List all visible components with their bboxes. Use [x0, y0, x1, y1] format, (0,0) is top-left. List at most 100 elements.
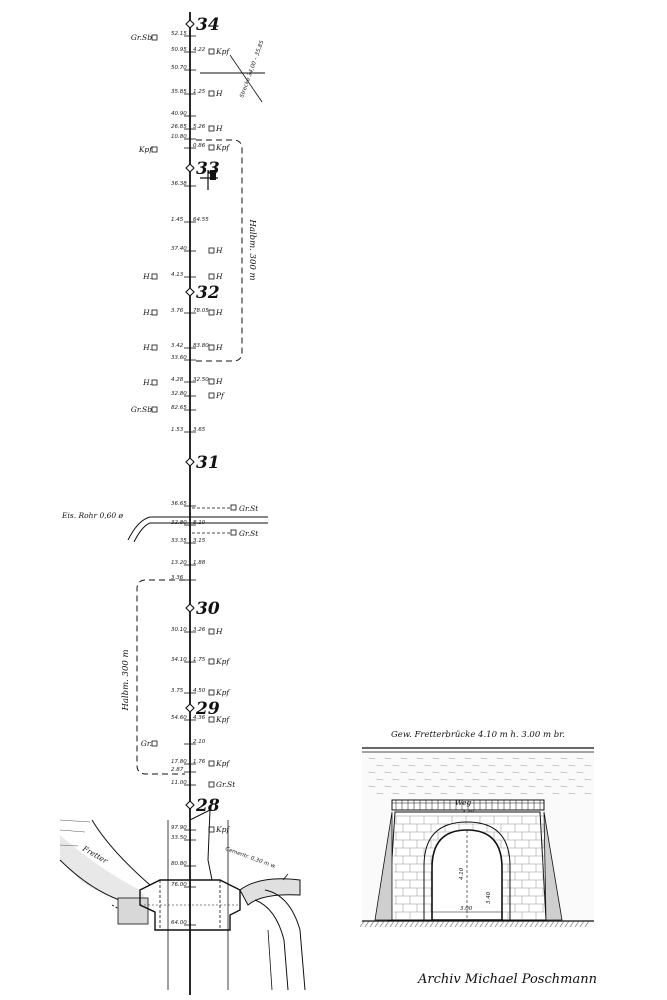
station-row: 1.53 3.65 [171, 427, 206, 433]
station-row: 3.36 [171, 575, 196, 581]
svg-text:H: H [215, 124, 223, 133]
svg-text:3.36: 3.36 [171, 575, 184, 581]
left-label: Gr. [141, 739, 158, 748]
station-row: 13.20 1.88 [171, 560, 206, 566]
svg-text:H.: H. [142, 378, 152, 387]
station-row: 10.80 [171, 134, 196, 140]
svg-text:H: H [215, 308, 223, 317]
svg-text:Kpf: Kpf [215, 657, 230, 666]
station-row: 0.86 Kpf [184, 143, 230, 152]
svg-text:1.45: 1.45 [171, 217, 184, 223]
pipe-crossing: Eis. Rohr 0,60 ø [61, 511, 268, 543]
station-row: 64.00 [171, 920, 196, 926]
svg-text:33.35: 33.35 [171, 538, 187, 544]
svg-text:17.80: 17.80 [171, 759, 187, 765]
svg-text:26.85: 26.85 [171, 124, 187, 130]
km-marker-30: 30 [185, 599, 220, 619]
side-dim: 3.40 [486, 891, 492, 904]
signal-icon [200, 170, 218, 190]
station-row: 33.60 [171, 355, 196, 361]
svg-text:0.86: 0.86 [193, 143, 206, 149]
svg-text:64.55: 64.55 [193, 217, 209, 223]
svg-text:4.22: 4.22 [193, 47, 206, 53]
svg-text:H.: H. [142, 343, 152, 352]
svg-text:Kpf: Kpf [215, 688, 230, 697]
svg-text:82.65: 82.65 [171, 405, 187, 411]
svg-text:3.76: 3.76 [171, 308, 184, 314]
station-row: 50.70 [171, 65, 196, 71]
station-row: 36.38 [171, 181, 196, 187]
ground-hatch [359, 920, 590, 928]
km-marker-32: 32 [185, 283, 220, 303]
svg-text:2.87: 2.87 [171, 767, 184, 773]
svg-text:54.60: 54.60 [171, 715, 187, 721]
km-marker-34: 34 [185, 15, 220, 35]
svg-text:50.70: 50.70 [171, 65, 187, 71]
bridge-railing [395, 800, 541, 810]
km-marker-29: 29 [185, 699, 220, 719]
height-dim: 4.10 [459, 867, 465, 880]
svg-text:H: H [215, 89, 223, 98]
svg-text:1.88: 1.88 [193, 560, 206, 566]
svg-text:Kpf: Kpf [215, 143, 230, 152]
station-row: 36.65 [171, 501, 196, 507]
svg-text:30.10: 30.10 [171, 627, 187, 633]
left-label: H. [142, 378, 158, 387]
svg-text:33.60: 33.60 [171, 355, 187, 361]
km-label: 30 [196, 599, 220, 619]
svg-text:Gr.St: Gr.St [216, 780, 236, 789]
svg-text:32.80: 32.80 [171, 391, 187, 397]
svg-text:4.13: 4.13 [171, 272, 184, 278]
svg-text:3.26: 3.26 [193, 627, 206, 633]
svg-text:Gr.: Gr. [141, 739, 152, 748]
km-label: 32 [196, 283, 220, 303]
angled-label: Strecke 34,00 – 35,85 [239, 39, 265, 98]
curve-bracket-left [136, 579, 185, 775]
km-label: 29 [195, 699, 220, 719]
curve-label-left: Halbm. 300 m [121, 649, 131, 711]
svg-text:Kpf: Kpf [138, 145, 153, 154]
svg-text:4.50: 4.50 [193, 688, 206, 694]
svg-text:37.40: 37.40 [171, 246, 187, 252]
archive-credit: Archiv Michael Poschmann [418, 972, 597, 987]
left-label: H. [142, 308, 158, 317]
svg-text:1.53: 1.53 [171, 427, 184, 433]
km-label: 34 [196, 15, 220, 35]
station-row: 33.50 [171, 835, 196, 841]
svg-text:52.15: 52.15 [171, 31, 187, 37]
svg-text:Gr.St: Gr.St [239, 529, 259, 538]
svg-text:1.75: 1.75 [193, 657, 206, 663]
km-label: 28 [195, 796, 220, 816]
svg-text:3.42: 3.42 [171, 343, 184, 349]
km-marker-28: 28 [185, 796, 220, 816]
svg-text:36.65: 36.65 [171, 501, 187, 507]
svg-text:Kpf: Kpf [215, 715, 230, 724]
km-marker-31: 31 [185, 453, 220, 473]
svg-text:97.90: 97.90 [171, 825, 187, 831]
svg-text:Kpf: Kpf [215, 759, 230, 768]
svg-text:32.50: 32.50 [193, 377, 209, 383]
left-label: H. [142, 343, 158, 352]
curve-label-right: Halbm. 300 m [247, 218, 257, 280]
svg-text:10.80: 10.80 [171, 134, 187, 140]
water-hatching [368, 757, 592, 795]
svg-text:76.00: 76.00 [171, 882, 187, 888]
fretter-bridge-elevation: Gew. Fretterbrücke 4.10 m h. 3.00 m br. … [359, 730, 594, 928]
pipe-label: Eis. Rohr 0,60 ø [61, 511, 124, 520]
svg-text:50.95: 50.95 [171, 47, 187, 53]
svg-text:4.36: 4.36 [193, 715, 206, 721]
left-label: H. [142, 272, 158, 281]
station-row: 82.65 [171, 405, 196, 411]
svg-text:3.65: 3.65 [193, 427, 206, 433]
svg-text:13.20: 13.20 [171, 560, 187, 566]
concrete-label: Cementr. 0,30 m w. [224, 846, 277, 870]
station-row: 80.80 [171, 861, 196, 867]
svg-text:Gr.Sb: Gr.Sb [131, 33, 152, 42]
